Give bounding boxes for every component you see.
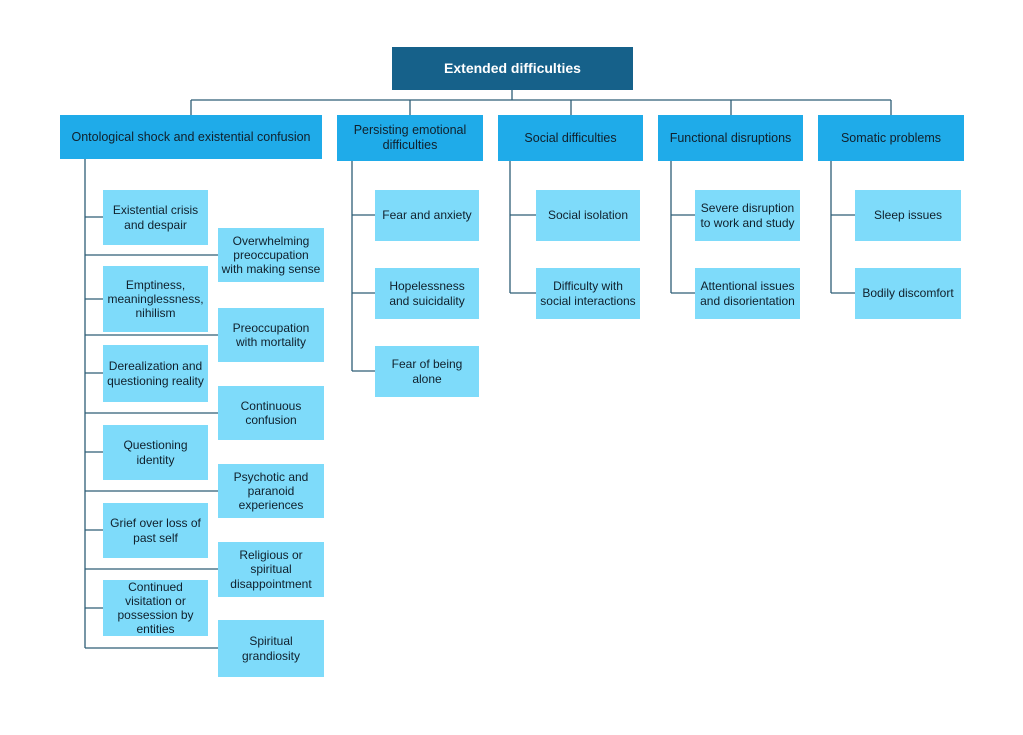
branch2-connectors <box>351 161 375 372</box>
node-fear-of-being-alone: Fear of being alone <box>375 346 479 397</box>
root-node-extended-difficulties: Extended difficulties <box>392 47 633 90</box>
node-social-isolation: Social isolation <box>536 190 640 241</box>
node-continued-visitation-possession: Continued visitation or possession by en… <box>103 580 208 636</box>
branch5-connectors <box>830 161 855 294</box>
branch3-connectors <box>509 161 536 294</box>
branch-header-social-difficulties: Social difficulties <box>498 115 643 161</box>
node-bodily-discomfort: Bodily discomfort <box>855 268 961 319</box>
node-grief-over-loss-of-past-self: Grief over loss of past self <box>103 503 208 558</box>
node-continuous-confusion: Continuous confusion <box>218 386 324 440</box>
branch-header-persisting-emotional: Persisting emotional difficulties <box>337 115 483 161</box>
node-emptiness-meaninglessness-nihilism: Emptiness, meaninglessness, nihilism <box>103 266 208 332</box>
node-religious-spiritual-disappointment: Religious or spiritual disappointment <box>218 542 324 597</box>
node-psychotic-paranoid-experiences: Psychotic and paranoid experiences <box>218 464 324 518</box>
root-connector <box>190 90 892 115</box>
node-questioning-identity: Questioning identity <box>103 425 208 480</box>
branch1-connectors <box>84 159 218 649</box>
node-hopelessness-and-suicidality: Hopelessness and suicidality <box>375 268 479 319</box>
node-fear-and-anxiety: Fear and anxiety <box>375 190 479 241</box>
branch-header-somatic-problems: Somatic problems <box>818 115 964 161</box>
node-severe-disruption-work-study: Severe disruption to work and study <box>695 190 800 241</box>
node-preoccupation-with-mortality: Preoccupation with mortality <box>218 308 324 362</box>
node-difficulty-social-interactions: Difficulty with social interactions <box>536 268 640 319</box>
branch4-connectors <box>670 161 695 294</box>
branch-header-functional-disruptions: Functional disruptions <box>658 115 803 161</box>
node-spiritual-grandiosity: Spiritual grandiosity <box>218 620 324 677</box>
node-overwhelming-preoccupation-making-sense: Overwhelming preoccupation with making s… <box>218 228 324 282</box>
node-sleep-issues: Sleep issues <box>855 190 961 241</box>
node-existential-crisis-and-despair: Existential crisis and despair <box>103 190 208 245</box>
branch-header-ontological-shock: Ontological shock and existential confus… <box>60 115 322 159</box>
node-attentional-issues-disorientation: Attentional issues and disorientation <box>695 268 800 319</box>
node-derealization-questioning-reality: Derealization and questioning reality <box>103 345 208 402</box>
